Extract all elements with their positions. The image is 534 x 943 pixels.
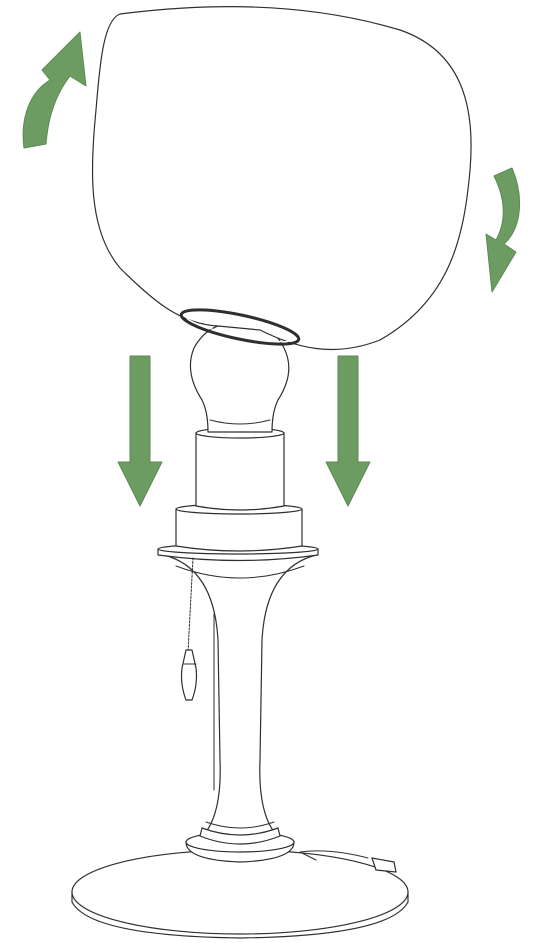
lamp-shade [91, 6, 472, 351]
rotate-arrow-icon [22, 31, 87, 149]
lamp-stem [163, 554, 317, 845]
arrow-down-icon [325, 355, 371, 507]
lamp-base [71, 831, 409, 939]
shade-fitter-ring [179, 308, 301, 346]
rotate-arrow-icon [485, 167, 521, 293]
lamp-socket [157, 427, 319, 562]
pull-chain [180, 557, 198, 701]
arrow-down-icon [117, 355, 163, 507]
